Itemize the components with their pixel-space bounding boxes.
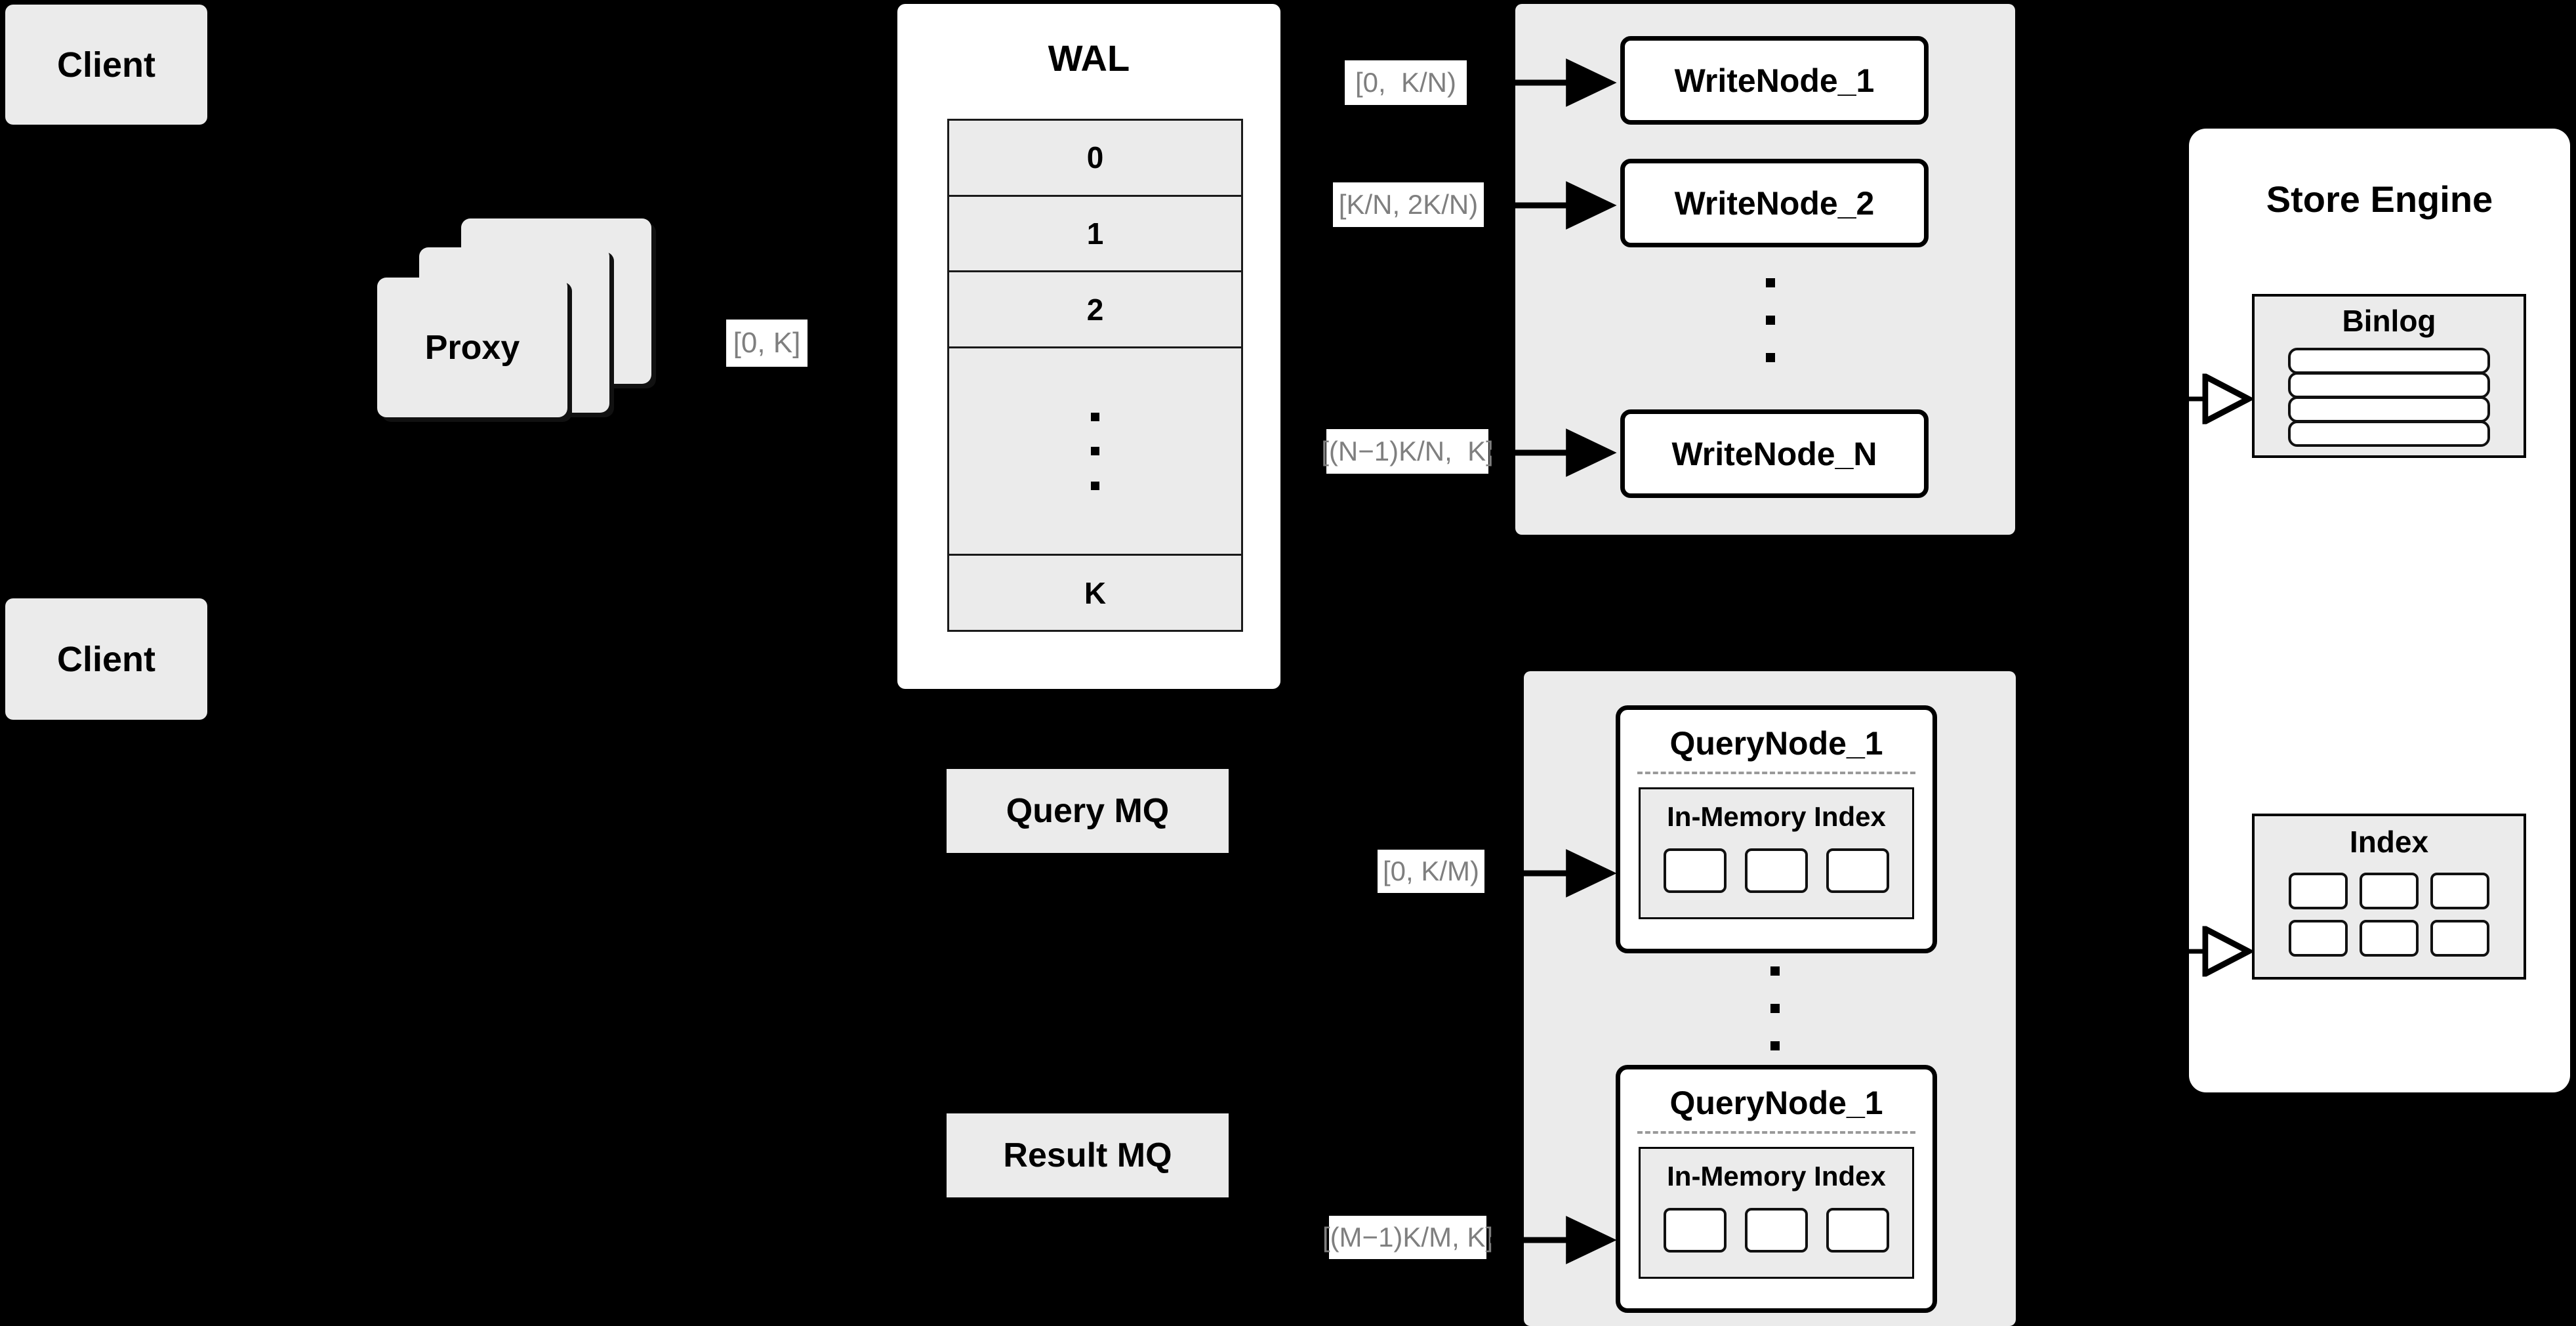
query-cluster-ellipsis-icon bbox=[1770, 966, 1780, 1050]
query-node-2-separator bbox=[1637, 1131, 1915, 1134]
store-engine-title: Store Engine bbox=[2189, 178, 2570, 220]
wal-row-1-text: 1 bbox=[1086, 216, 1104, 251]
query-node-1-title: QueryNode_1 bbox=[1669, 725, 1883, 762]
query-node-1-index-title: In-Memory Index bbox=[1667, 801, 1886, 832]
query-node-1-index-cell-1[interactable] bbox=[1664, 848, 1727, 893]
binlog-row-3[interactable] bbox=[2288, 396, 2490, 423]
query-node-2-index-cell-3[interactable] bbox=[1826, 1208, 1889, 1253]
edge-label-write-n-text: [(N−1)K/N, K] bbox=[1321, 436, 1494, 466]
binlog-row-1[interactable] bbox=[2288, 348, 2490, 374]
edge-label-write-1: [0, K/N) bbox=[1345, 60, 1467, 105]
edge-label-query-1: [0, K/M) bbox=[1378, 850, 1484, 893]
binlog-row-2[interactable] bbox=[2288, 372, 2490, 398]
index-cell-4[interactable] bbox=[2289, 920, 2348, 957]
write-node-n-label: WriteNode_N bbox=[1671, 435, 1877, 472]
query-node-2-index-panel: In-Memory Index bbox=[1639, 1147, 1914, 1279]
wal-row-list: 0 1 2 K bbox=[947, 119, 1243, 632]
edge-label-proxy-to-wal-text: [0, K] bbox=[733, 327, 801, 359]
query-node-1-index-cell-3[interactable] bbox=[1826, 848, 1889, 893]
index-title: Index bbox=[2349, 825, 2429, 859]
query-mq-label: Query MQ bbox=[1006, 792, 1170, 830]
write-node-2[interactable]: WriteNode_2 bbox=[1620, 159, 1929, 247]
edge-label-query-m: [(M−1)K/M, K] bbox=[1322, 1216, 1493, 1259]
query-node-2-index-title: In-Memory Index bbox=[1667, 1161, 1886, 1191]
wal-ellipsis-icon bbox=[1091, 412, 1099, 490]
proxy-card-front: Proxy bbox=[377, 278, 567, 417]
client-label-2: Client bbox=[56, 639, 155, 679]
query-mq-box[interactable]: Query MQ bbox=[947, 769, 1229, 853]
wal-row-k-text: K bbox=[1084, 575, 1107, 610]
write-cluster-ellipsis-icon bbox=[1765, 278, 1776, 362]
index-panel: Index bbox=[2252, 814, 2526, 980]
store-engine-panel: Store Engine Binlog Index bbox=[2189, 129, 2570, 1092]
index-cell-2[interactable] bbox=[2360, 873, 2419, 909]
write-node-1-label: WriteNode_1 bbox=[1674, 62, 1875, 99]
query-node-2[interactable]: QueryNode_1 In-Memory Index bbox=[1616, 1065, 1937, 1313]
write-node-n[interactable]: WriteNode_N bbox=[1620, 409, 1929, 498]
write-node-1[interactable]: WriteNode_1 bbox=[1620, 36, 1929, 125]
wal-row-1: 1 bbox=[949, 196, 1241, 273]
wal-row-k: K bbox=[949, 556, 1241, 630]
edge-label-proxy-to-wal: [0, K] bbox=[726, 320, 808, 367]
binlog-row-4[interactable] bbox=[2288, 421, 2490, 447]
query-node-2-title: QueryNode_1 bbox=[1669, 1085, 1883, 1121]
edge-label-query-1-text: [0, K/M) bbox=[1382, 856, 1480, 886]
client-box-2[interactable]: Client bbox=[5, 598, 207, 720]
binlog-title: Binlog bbox=[2342, 304, 2436, 338]
query-node-1-index-cell-2[interactable] bbox=[1745, 848, 1808, 893]
query-node-1-separator bbox=[1637, 772, 1915, 774]
wal-panel: WAL 0 1 2 K bbox=[897, 4, 1280, 689]
store-engine-title-text: Store Engine bbox=[2266, 178, 2493, 220]
query-node-1-index-panel: In-Memory Index bbox=[1639, 787, 1914, 919]
query-node-1[interactable]: QueryNode_1 In-Memory Index bbox=[1616, 705, 1937, 953]
wal-title: WAL bbox=[897, 37, 1280, 79]
wal-title-text: WAL bbox=[1048, 37, 1130, 79]
index-cell-5[interactable] bbox=[2360, 920, 2419, 957]
query-node-cluster: QueryNode_1 In-Memory Index QueryNode_1 … bbox=[1524, 671, 2016, 1326]
index-cell-3[interactable] bbox=[2430, 873, 2489, 909]
client-box-1[interactable]: Client bbox=[5, 5, 207, 125]
write-node-2-label: WriteNode_2 bbox=[1674, 184, 1875, 222]
edge-label-write-n: [(N−1)K/N, K] bbox=[1321, 429, 1494, 474]
binlog-panel: Binlog bbox=[2252, 294, 2526, 458]
edge-label-query-m-text: [(M−1)K/M, K] bbox=[1322, 1222, 1494, 1253]
edge-label-write-2-text: [K/N, 2K/N) bbox=[1338, 189, 1479, 220]
client-label-1: Client bbox=[56, 45, 155, 85]
index-cell-6[interactable] bbox=[2430, 920, 2489, 957]
wal-row-0: 0 bbox=[949, 121, 1241, 197]
index-cell-1[interactable] bbox=[2289, 873, 2348, 909]
edge-label-write-1-text: [0, K/N) bbox=[1355, 67, 1457, 98]
proxy-stack[interactable]: Proxy bbox=[377, 218, 656, 425]
query-node-2-index-cell-2[interactable] bbox=[1745, 1208, 1808, 1253]
wal-row-2: 2 bbox=[949, 272, 1241, 348]
query-node-2-index-cell-1[interactable] bbox=[1664, 1208, 1727, 1253]
write-node-cluster: WriteNode_1 WriteNode_2 WriteNode_N bbox=[1515, 4, 2015, 535]
result-mq-label: Result MQ bbox=[1003, 1136, 1172, 1174]
result-mq-box[interactable]: Result MQ bbox=[947, 1113, 1229, 1197]
edge-label-write-2: [K/N, 2K/N) bbox=[1333, 182, 1484, 227]
wal-row-2-text: 2 bbox=[1086, 292, 1104, 327]
proxy-label: Proxy bbox=[424, 328, 520, 367]
wal-row-0-text: 0 bbox=[1086, 140, 1104, 175]
wal-row-ellipsis bbox=[949, 348, 1241, 556]
